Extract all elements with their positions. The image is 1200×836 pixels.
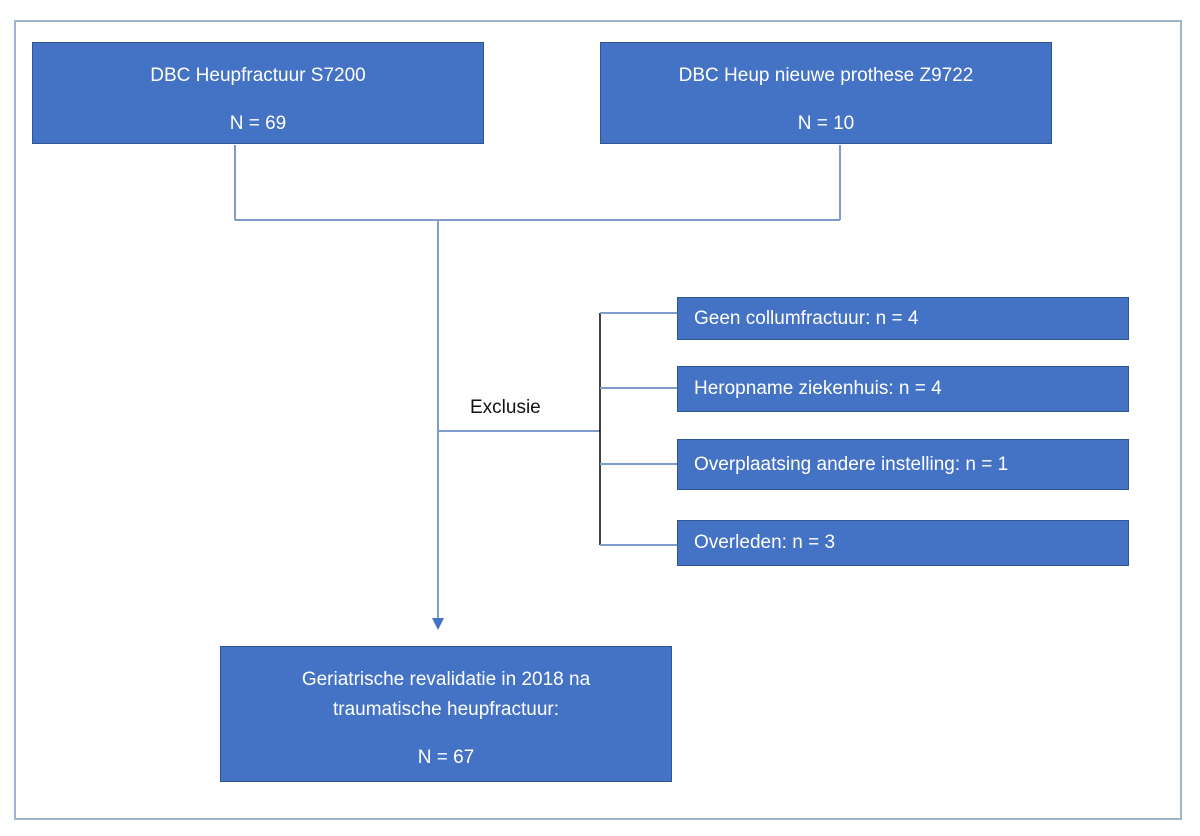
- exclusion-box: Overplaatsing andere instelling: n = 1: [677, 439, 1129, 490]
- exclusion-text: Heropname ziekenhuis: n = 4: [694, 378, 942, 399]
- result-count: N = 67: [417, 747, 475, 768]
- source-count: N = 10: [797, 113, 855, 134]
- exclusion-box: Overleden: n = 3: [677, 520, 1129, 566]
- result-title-line-1: Geriatrische revalidatie in 2018 na: [301, 669, 591, 690]
- result-title: Geriatrische revalidatie in 2018 na trau…: [221, 665, 671, 725]
- exclusion-text: Geen collumfractuur: n = 4: [694, 307, 919, 329]
- exclusion-box: Heropname ziekenhuis: n = 4: [677, 366, 1129, 412]
- result-title-line-2: traumatische heupfractuur:: [332, 699, 559, 720]
- arrowhead: [432, 618, 444, 630]
- source-box-prothese: DBC Heup nieuwe prothese Z9722 N = 10: [600, 42, 1052, 144]
- result-box: Geriatrische revalidatie in 2018 na trau…: [220, 646, 672, 782]
- source-box-heupfractuur: DBC Heupfractuur S7200 N = 69: [32, 42, 484, 144]
- source-title: DBC Heup nieuwe prothese Z9722: [678, 65, 974, 86]
- exclusion-label: Exclusie: [470, 397, 541, 418]
- source-count: N = 69: [229, 113, 287, 134]
- figure-frame: [14, 20, 1182, 820]
- exclusion-box: Geen collumfractuur: n = 4: [677, 297, 1129, 340]
- exclusion-text: Overleden: n = 3: [694, 532, 836, 553]
- source-title: DBC Heupfractuur S7200: [150, 65, 366, 86]
- exclusion-text: Overplaatsing andere instelling: n = 1: [694, 453, 1009, 475]
